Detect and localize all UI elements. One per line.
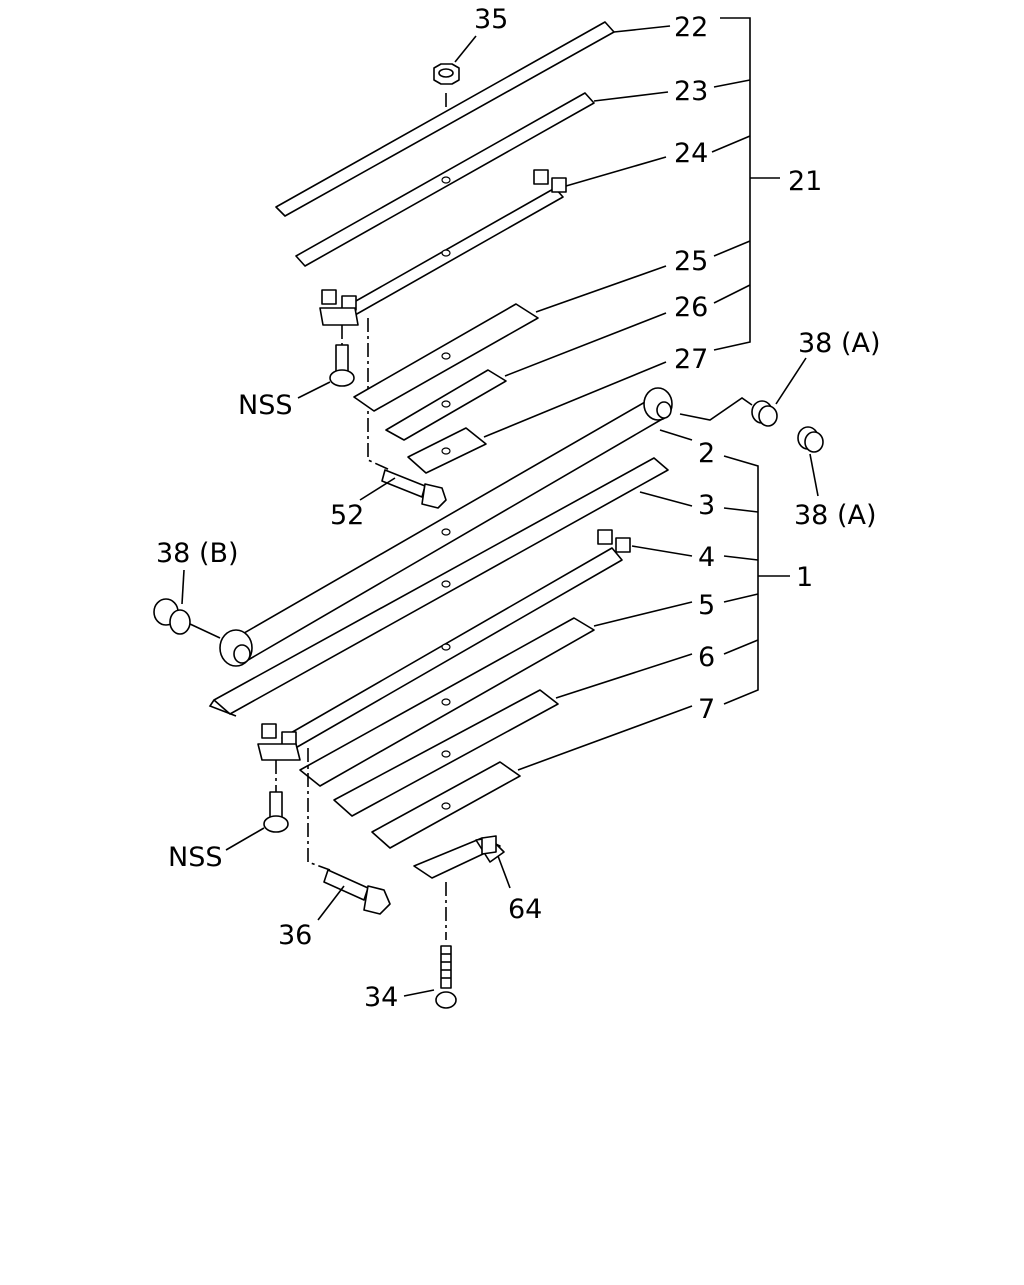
leaf-7 bbox=[371, 705, 693, 849]
callout-5: 5 bbox=[698, 590, 715, 621]
bolt-nss-bottom bbox=[225, 760, 289, 851]
callout-27: 27 bbox=[674, 344, 708, 375]
callout-23: 23 bbox=[674, 76, 708, 107]
bolt-36 bbox=[317, 869, 391, 921]
leaf-2 bbox=[219, 387, 753, 667]
leaf-25 bbox=[353, 265, 667, 412]
callout-38a-top: 38 (A) bbox=[798, 328, 880, 359]
callout-35: 35 bbox=[474, 4, 508, 35]
callout-22: 22 bbox=[674, 12, 708, 43]
leaf-4 bbox=[257, 529, 693, 761]
bushing-38a-top bbox=[751, 357, 807, 427]
leaf-3 bbox=[208, 457, 693, 717]
plate-64 bbox=[413, 835, 511, 889]
callout-4: 4 bbox=[698, 542, 715, 573]
callout-7: 7 bbox=[698, 694, 715, 725]
callout-64: 64 bbox=[508, 894, 542, 925]
bushing-38a-bottom bbox=[797, 426, 824, 497]
callout-nss-bottom: NSS bbox=[168, 842, 222, 873]
callout-1: 1 bbox=[796, 562, 813, 593]
leaf-6 bbox=[333, 653, 693, 817]
nut-35 bbox=[433, 35, 477, 118]
bracket-1 bbox=[723, 455, 790, 705]
bolt-52 bbox=[359, 469, 447, 509]
bolt-nss-top bbox=[297, 325, 355, 399]
callout-21: 21 bbox=[788, 166, 822, 197]
callout-3: 3 bbox=[698, 490, 715, 521]
leaf-24 bbox=[319, 156, 667, 326]
callout-25: 25 bbox=[674, 246, 708, 277]
bracket-21 bbox=[711, 17, 780, 351]
callout-6: 6 bbox=[698, 642, 715, 673]
bolt-34 bbox=[403, 882, 457, 1009]
callout-26: 26 bbox=[674, 292, 708, 323]
leaf-22 bbox=[275, 21, 671, 217]
bushing-38b bbox=[153, 569, 221, 639]
callout-38b: 38 (B) bbox=[156, 538, 239, 569]
callout-38a-bottom: 38 (A) bbox=[794, 500, 876, 531]
callout-2: 2 bbox=[698, 438, 715, 469]
leaf-23 bbox=[295, 91, 669, 267]
callout-nss-top: NSS bbox=[238, 390, 292, 421]
callout-52: 52 bbox=[330, 500, 364, 531]
callout-34: 34 bbox=[364, 982, 398, 1013]
callout-36: 36 bbox=[278, 920, 312, 951]
callout-24: 24 bbox=[674, 138, 708, 169]
leaf-27 bbox=[407, 361, 667, 474]
leaf-5 bbox=[299, 601, 693, 787]
leaf-26 bbox=[385, 312, 667, 441]
